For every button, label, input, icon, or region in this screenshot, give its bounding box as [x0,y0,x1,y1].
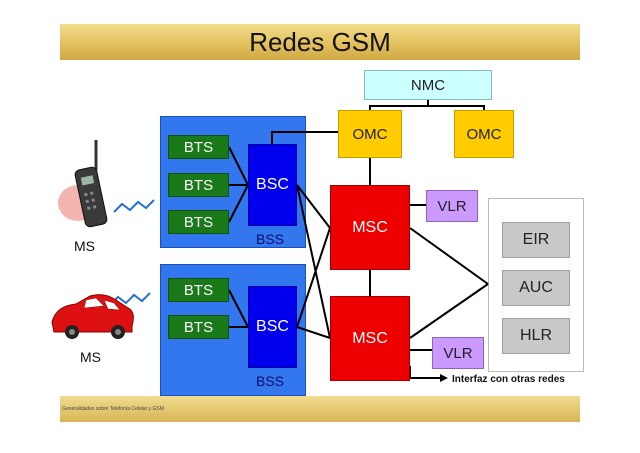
ms-label-phone: MS [74,238,95,254]
bss-top-label: BSS [256,231,285,247]
interface-label: Interfaz con otras redes [452,374,565,385]
radio-wave-icon [109,292,151,306]
diagram-title: Redes GSM [249,26,391,57]
ms-label-car: MS [80,349,101,365]
msc-bottom-node: MSC [330,296,410,381]
footer-text: Generalidades sobre Telefonía Celular y … [62,406,164,412]
eir-node: EIR [502,222,570,258]
bsc-bottom-node: BSC [248,286,297,368]
vlr-bottom-node: VLR [432,337,484,369]
bts-node: BTS [168,210,229,234]
vlr-top-node: VLR [426,190,478,222]
hlr-node: HLR [502,318,570,354]
bsc-top-node: BSC [248,144,297,226]
bss-bottom-label: BSS [256,373,285,389]
bts-node: BTS [168,173,229,197]
omc-right-node: OMC [454,110,514,158]
footer-bar [60,396,580,422]
nmc-node: NMC [364,70,492,100]
bts-node: BTS [168,278,229,302]
auc-node: AUC [502,270,570,306]
omc-left-node: OMC [338,110,402,158]
title-bar: Redes GSM [60,24,580,60]
radio-wave-icon [113,199,155,213]
bts-node: BTS [168,135,229,159]
msc-top-node: MSC [330,185,410,270]
bts-node: BTS [168,315,229,339]
